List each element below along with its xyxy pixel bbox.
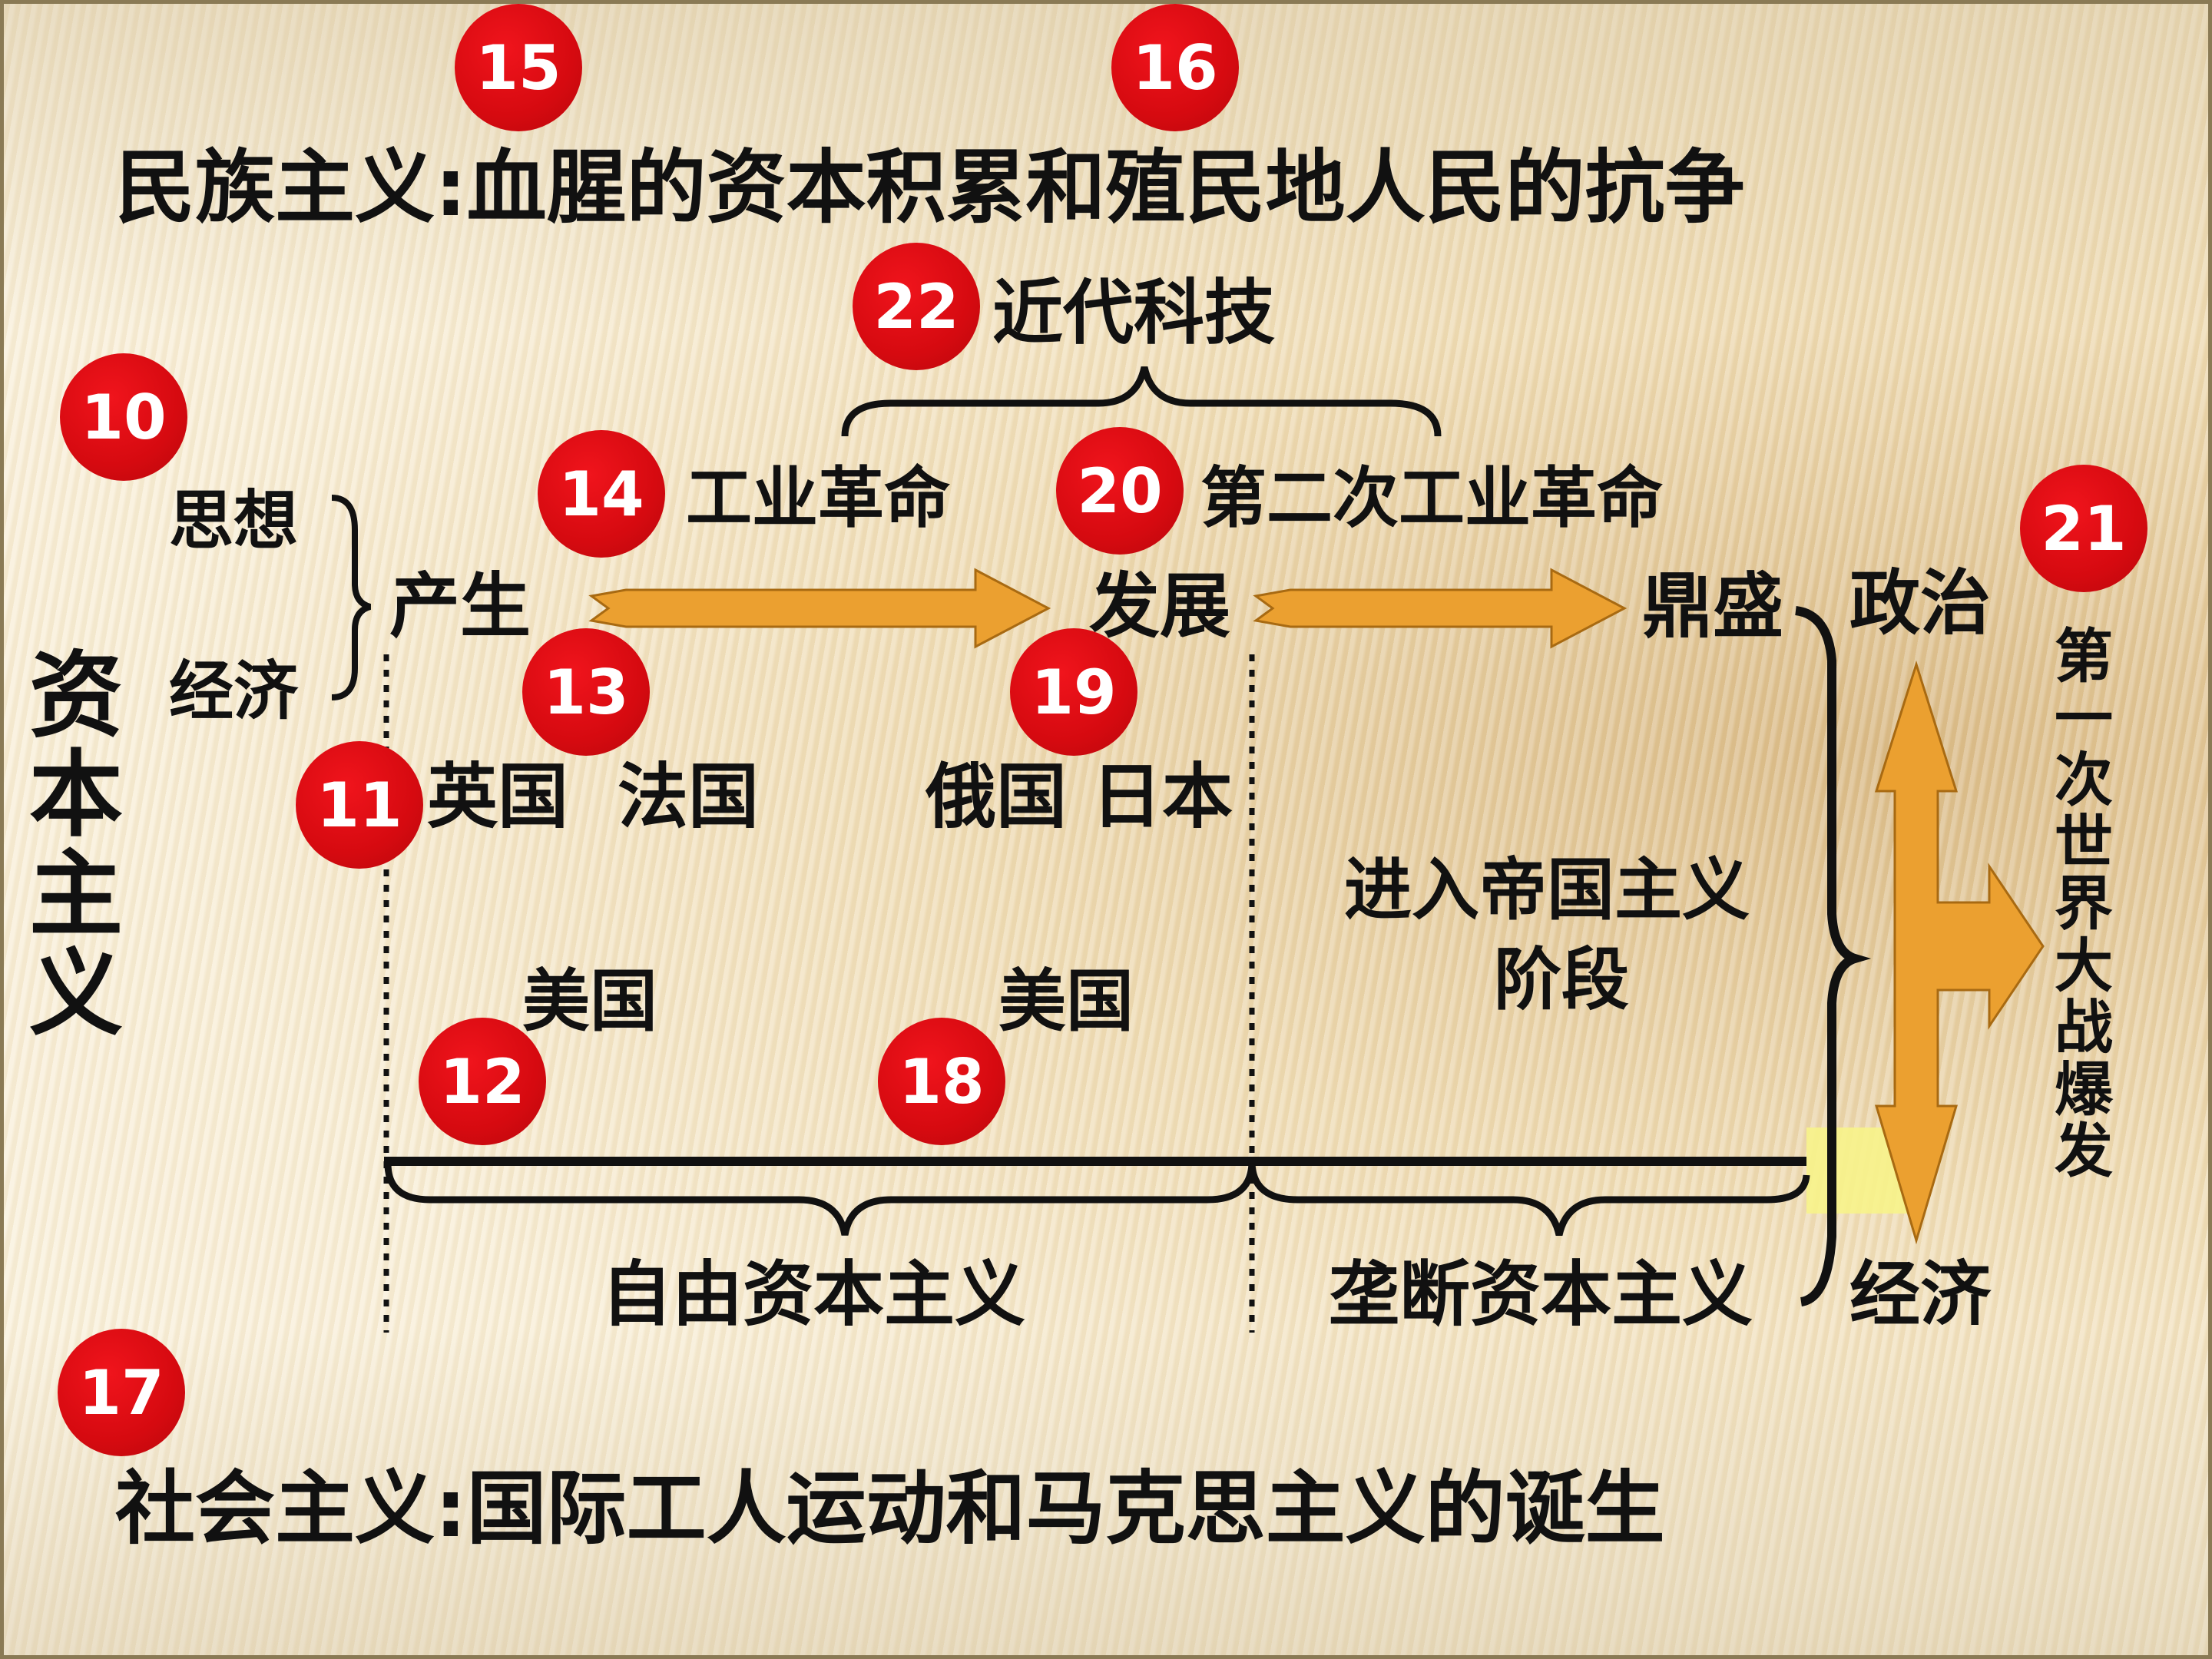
- capitalism-char: 资: [29, 641, 123, 750]
- badge-10: 10: [60, 353, 187, 481]
- countries-stage1: 英国 法国: [427, 756, 760, 838]
- badge-13: 13: [522, 628, 650, 756]
- ww1-char: 世: [2055, 807, 2113, 876]
- arrow-development-to-peak: [1253, 568, 1628, 649]
- countries-stage2: 俄国 日本: [926, 756, 1233, 838]
- badge-19: 19: [1010, 628, 1137, 756]
- countries-stage2-us: 美国: [998, 962, 1134, 1041]
- badge-11: 11: [296, 741, 423, 869]
- badge-18: 18: [878, 1018, 1005, 1145]
- badge-17: 17: [58, 1329, 185, 1456]
- source-economy: 经济: [169, 654, 299, 729]
- badge-12: 12: [419, 1018, 546, 1145]
- ww1-char: 大: [2055, 931, 2113, 1000]
- second-industrial-revolution-label: 第二次工业革命: [1200, 460, 1663, 537]
- capitalism-char: 义: [29, 939, 123, 1048]
- stage-origin: 产生: [389, 565, 531, 647]
- socialism-line: 社会主义:国际工人运动和马克思主义的诞生: [115, 1462, 1665, 1555]
- badge-20: 20: [1056, 427, 1184, 555]
- ww1-vertical-label: 第 一 次 世 界 大 战 爆 发: [2055, 622, 2113, 1186]
- outcome-economy: 经济: [1849, 1253, 1992, 1336]
- brace-imperialism: [1794, 606, 1872, 1306]
- capitalism-char: 主: [29, 839, 123, 949]
- brace-modern-tech: [841, 366, 1442, 437]
- imperialism-note-line1: 进入帝国主义: [1344, 850, 1750, 929]
- ww1-char: 次: [2055, 746, 2113, 815]
- badge-22: 22: [853, 243, 980, 370]
- stage-peak: 鼎盛: [1642, 565, 1784, 647]
- capitalism-vertical-label: 资 本 主 义: [29, 641, 123, 1048]
- brace-monopoly-capitalism: [1248, 1163, 1810, 1237]
- period-free-capitalism: 自由资本主义: [601, 1253, 1026, 1336]
- badge-21: 21: [2020, 465, 2147, 592]
- ww1-char: 一: [2055, 684, 2113, 753]
- brace-sources: [331, 495, 372, 700]
- ww1-char: 界: [2055, 869, 2113, 939]
- ww1-char: 第: [2055, 622, 2113, 690]
- source-thought: 思想: [169, 483, 299, 558]
- arrow-origin-to-development: [588, 568, 1051, 649]
- modern-tech-label: 近代科技: [992, 272, 1276, 354]
- ww1-char: 发: [2055, 1117, 2113, 1186]
- arrow-politics-economy-to-war: [1874, 661, 2045, 1245]
- nationalism-line: 民族主义:血腥的资本积累和殖民地人民的抗争: [115, 141, 1745, 234]
- period-monopoly-capitalism: 垄断资本主义: [1329, 1253, 1753, 1336]
- badge-14: 14: [538, 430, 665, 558]
- badge-15: 15: [455, 4, 582, 131]
- countries-stage1-us: 美国: [522, 962, 658, 1041]
- ww1-char: 战: [2055, 993, 2113, 1062]
- outcome-politics: 政治: [1849, 562, 1992, 644]
- capitalism-char: 本: [29, 740, 123, 850]
- industrial-revolution-label: 工业革命: [686, 460, 950, 537]
- badge-16: 16: [1111, 4, 1239, 131]
- brace-free-capitalism: [384, 1163, 1256, 1236]
- ww1-char: 爆: [2055, 1055, 2113, 1124]
- imperialism-note-line2: 阶段: [1494, 940, 1630, 1019]
- stage-development: 发展: [1089, 565, 1231, 647]
